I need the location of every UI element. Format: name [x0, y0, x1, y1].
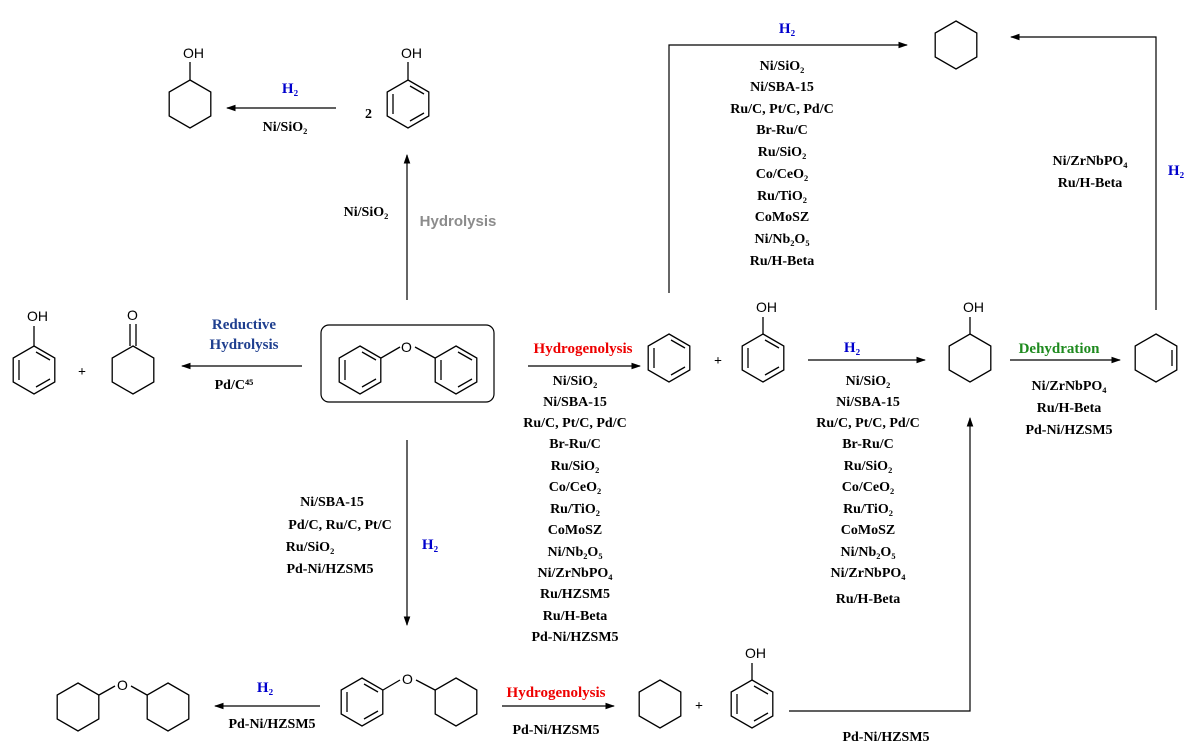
hydrolysis-label: Hydrolysis — [420, 213, 497, 230]
phenol-bottom: OH — [730, 645, 774, 729]
catalyst-item: Ni/Nb₂O₅ — [547, 545, 602, 560]
catalyst-item: Ni/SiO₂ — [553, 374, 598, 389]
catalyst-item: Pd-Ni/HZSM5 — [1025, 423, 1112, 438]
catalyst-item: Co/CeO₂ — [842, 480, 894, 495]
catalyst-item: Pd-Ni/HZSM5 — [531, 630, 618, 645]
catalyst-item: Ru/C, Pt/C, Pd/C — [816, 416, 919, 431]
catalyst-item: Ru/H-Beta — [543, 609, 608, 624]
plus-sign: + — [78, 365, 86, 380]
catalyst-item: Ru/SiO₂ — [758, 145, 807, 160]
cyclohexanone: O — [111, 307, 155, 395]
phenol-top: OH — [386, 45, 430, 129]
catalyst-item: Ru/H-Beta — [1058, 176, 1123, 191]
catalyst-list-phenol-hydrogenation: Ni/SiO₂ Ni/SBA-15 Ru/C, Pt/C, Pd/C Br-Ru… — [816, 374, 919, 607]
catalyst-item: Ru/C, Pt/C, Pd/C — [730, 102, 833, 117]
catalyst-item: Ru/TiO₂ — [550, 502, 600, 517]
catalyst-list-benzene-hydrogenation: Ni/SiO₂ Ni/SBA-15 Ru/C, Pt/C, Pd/C Br-Ru… — [730, 59, 833, 269]
diphenyl-ether-box — [320, 324, 495, 403]
catalyst-list-dehydration: Ni/ZrNbPO₄ Ru/H-Beta Pd-Ni/HZSM5 — [1025, 379, 1112, 438]
hydroxyl-label: OH — [756, 299, 777, 315]
h2-label: H₂ — [257, 680, 274, 696]
catalyst-item: Ni/ZrNbPO₄ — [538, 566, 614, 581]
diphenyl-ether: O — [338, 339, 478, 395]
catalyst-item: Ni/ZrNbPO₄ — [1053, 154, 1129, 169]
carbonyl-oxygen-label: O — [127, 307, 138, 323]
catalyst-list-hydrogenolysis: Ni/SiO₂ Ni/SBA-15 Ru/C, Pt/C, Pd/C Br-Ru… — [523, 374, 626, 645]
dehydration-label: Dehydration — [1019, 341, 1100, 357]
catalyst-reductive-hydrolysis: Pd/C⁴⁵ — [215, 378, 254, 393]
cyclohexanol-right: OH — [948, 299, 992, 383]
catalyst-top-left: Ni/SiO₂ — [263, 120, 308, 135]
coefficient-2: 2 — [365, 107, 372, 122]
catalyst-item: Ni/SiO₂ — [760, 59, 805, 74]
catalyst-item: CoMoSZ — [755, 210, 809, 225]
h2-label: H₂ — [1168, 163, 1185, 179]
catalyst-item: Ni/SBA-15 — [836, 395, 900, 410]
catalyst-item: CoMoSZ — [841, 523, 895, 538]
ether-oxygen-label: O — [117, 677, 128, 693]
catalyst-item: Pd/C, Ru/C, Pt/C — [288, 518, 391, 533]
catalyst-list-partial-hydrogenation: Ni/SBA-15 Pd/C, Ru/C, Pt/C Ru/SiO₂ Pd-Ni… — [286, 495, 392, 577]
hydroxyl-label: OH — [27, 308, 48, 324]
catalyst-item: Br-Ru/C — [549, 437, 601, 452]
hydroxyl-label: OH — [401, 45, 422, 61]
phenol-right: OH — [741, 299, 785, 383]
cyclohexanol-top-left: OH — [168, 45, 212, 129]
catalyst-item: Ru/SiO₂ — [286, 540, 335, 555]
cyclohexene — [1134, 333, 1178, 383]
catalyst-item: Pd-Ni/HZSM5 — [286, 562, 373, 577]
catalyst-item: Co/CeO₂ — [756, 167, 808, 182]
plus-sign: + — [714, 354, 722, 369]
catalyst-item: Ni/SBA-15 — [300, 495, 364, 510]
h2-label: H₂ — [844, 340, 861, 356]
catalyst-bottom-left: Pd-Ni/HZSM5 — [228, 717, 315, 732]
catalyst-item: Ni/Nb₂O₅ — [840, 545, 895, 560]
catalyst-bottom-middle: Pd-Ni/HZSM5 — [512, 723, 599, 738]
catalyst-item: CoMoSZ — [548, 523, 602, 538]
reductive-hydrolysis-label: Reductive — [212, 317, 276, 333]
catalyst-item: Ni/SBA-15 — [543, 395, 607, 410]
catalyst-item: Ru/HZSM5 — [540, 587, 610, 602]
phenol-left: OH — [12, 308, 56, 395]
catalyst-item: Ni/Nb₂O₅ — [754, 232, 809, 247]
catalyst-item: Ru/H-Beta — [1037, 401, 1102, 416]
catalyst-item: Ni/SBA-15 — [750, 80, 814, 95]
cyclohexane-top — [934, 20, 978, 70]
reductive-hydrolysis-label-2: Hydrolysis — [210, 337, 279, 353]
catalyst-item: Ru/C, Pt/C, Pd/C — [523, 416, 626, 431]
catalyst-item: Ni/ZrNbPO₄ — [1032, 379, 1108, 394]
h2-label: H₂ — [422, 537, 439, 553]
catalyst-bottom-right: Pd-Ni/HZSM5 — [842, 730, 929, 745]
dicyclohexyl-ether: O — [56, 677, 190, 732]
benzene-product — [647, 333, 691, 383]
catalyst-item: Ni/SiO₂ — [846, 374, 891, 389]
h2-label: H₂ — [282, 81, 299, 97]
catalyst-item: Br-Ru/C — [842, 437, 894, 452]
hydroxyl-label: OH — [963, 299, 984, 315]
cyclohexyl-phenyl-ether: O — [340, 671, 478, 727]
catalyst-item: Ru/H-Beta — [836, 592, 901, 607]
catalyst-item: Co/CeO₂ — [549, 480, 601, 495]
hydroxyl-label: OH — [183, 45, 204, 61]
hydrogenolysis-label: Hydrogenolysis — [534, 341, 633, 357]
hydrogenolysis-label-bottom: Hydrogenolysis — [507, 685, 606, 701]
hydroxyl-label: OH — [745, 645, 766, 661]
plus-sign: + — [695, 699, 703, 714]
catalyst-item: Ru/SiO₂ — [844, 459, 893, 474]
catalyst-item: Ru/H-Beta — [750, 254, 815, 269]
catalyst-item: Ni/ZrNbPO₄ — [831, 566, 907, 581]
catalyst-item: Br-Ru/C — [756, 123, 808, 138]
catalyst-item: Ru/TiO₂ — [757, 189, 807, 204]
ether-oxygen-label: O — [401, 339, 412, 355]
h2-label: H₂ — [779, 21, 796, 37]
cyclohexane-bottom — [638, 679, 682, 729]
ether-oxygen-label: O — [402, 671, 413, 687]
phenol-hydrogenation-arrow-bottom — [789, 417, 974, 712]
catalyst-item: Ru/SiO₂ — [551, 459, 600, 474]
benzene-hydrogenation-arrow — [668, 41, 908, 293]
catalyst-item: Ru/TiO₂ — [843, 502, 893, 517]
catalyst-hydrolysis: Ni/SiO₂ — [344, 205, 389, 220]
cyclohexene-hydrogenation-arrow — [1010, 33, 1157, 310]
